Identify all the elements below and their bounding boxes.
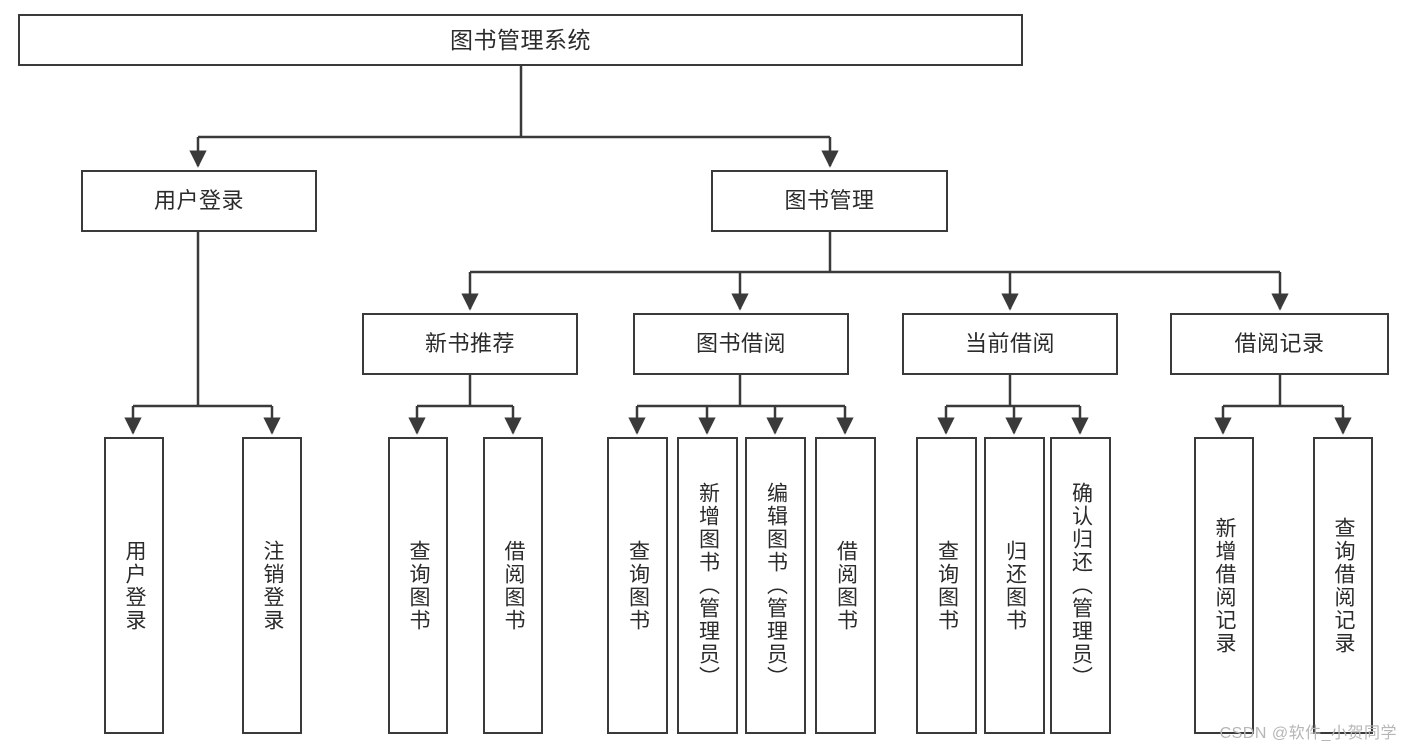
node-leaf-query-book-3[interactable]: 查询图书: [916, 437, 977, 734]
node-leaf-add-book-label: 新增图书（管理员）: [696, 482, 720, 689]
node-borrow-record[interactable]: 借阅记录: [1170, 313, 1389, 375]
node-leaf-confirm-return[interactable]: 确认归还（管理员）: [1050, 437, 1111, 734]
node-leaf-edit-book[interactable]: 编辑图书（管理员）: [745, 437, 806, 734]
node-leaf-add-record-label: 新增借阅记录: [1213, 516, 1237, 655]
node-leaf-add-record[interactable]: 新增借阅记录: [1194, 437, 1254, 734]
node-book-borrow-label: 图书借阅: [695, 331, 786, 357]
node-book-manage-label: 图书管理: [784, 188, 875, 214]
node-leaf-borrow-book-2[interactable]: 借阅图书: [815, 437, 876, 734]
node-leaf-query-book-3-label: 查询图书: [935, 539, 959, 632]
node-root[interactable]: 图书管理系统: [18, 14, 1023, 66]
node-leaf-borrow-book-2-label: 借阅图书: [834, 539, 858, 632]
node-user-login-label: 用户登录: [153, 188, 244, 214]
node-leaf-query-book-2[interactable]: 查询图书: [607, 437, 668, 734]
node-leaf-return-book-label: 归还图书: [1003, 539, 1027, 632]
node-leaf-borrow-book-1-label: 借阅图书: [502, 539, 526, 632]
node-current-borrow[interactable]: 当前借阅: [902, 313, 1118, 375]
node-leaf-query-record-label: 查询借阅记录: [1332, 516, 1356, 655]
node-new-book-rec-label: 新书推荐: [424, 331, 515, 357]
node-leaf-query-book-1[interactable]: 查询图书: [388, 437, 448, 734]
node-leaf-logout[interactable]: 注销登录: [242, 437, 302, 734]
node-leaf-query-book-1-label: 查询图书: [407, 539, 431, 632]
node-user-login[interactable]: 用户登录: [81, 170, 317, 232]
node-leaf-user-login[interactable]: 用户登录: [104, 437, 164, 734]
node-leaf-logout-label: 注销登录: [261, 539, 285, 632]
node-new-book-rec[interactable]: 新书推荐: [362, 313, 578, 375]
node-leaf-return-book[interactable]: 归还图书: [984, 437, 1045, 734]
node-book-borrow[interactable]: 图书借阅: [633, 313, 849, 375]
node-leaf-add-book[interactable]: 新增图书（管理员）: [677, 437, 738, 734]
node-current-borrow-label: 当前借阅: [964, 331, 1055, 357]
node-leaf-query-book-2-label: 查询图书: [626, 539, 650, 632]
node-book-manage[interactable]: 图书管理: [711, 170, 948, 232]
node-leaf-query-record[interactable]: 查询借阅记录: [1313, 437, 1373, 734]
node-leaf-borrow-book-1[interactable]: 借阅图书: [483, 437, 543, 734]
node-leaf-confirm-return-label: 确认归还（管理员）: [1069, 482, 1093, 689]
node-leaf-edit-book-label: 编辑图书（管理员）: [764, 482, 788, 689]
node-root-label: 图书管理系统: [450, 26, 591, 53]
node-borrow-record-label: 借阅记录: [1234, 331, 1325, 357]
node-leaf-user-login-label: 用户登录: [123, 539, 147, 632]
